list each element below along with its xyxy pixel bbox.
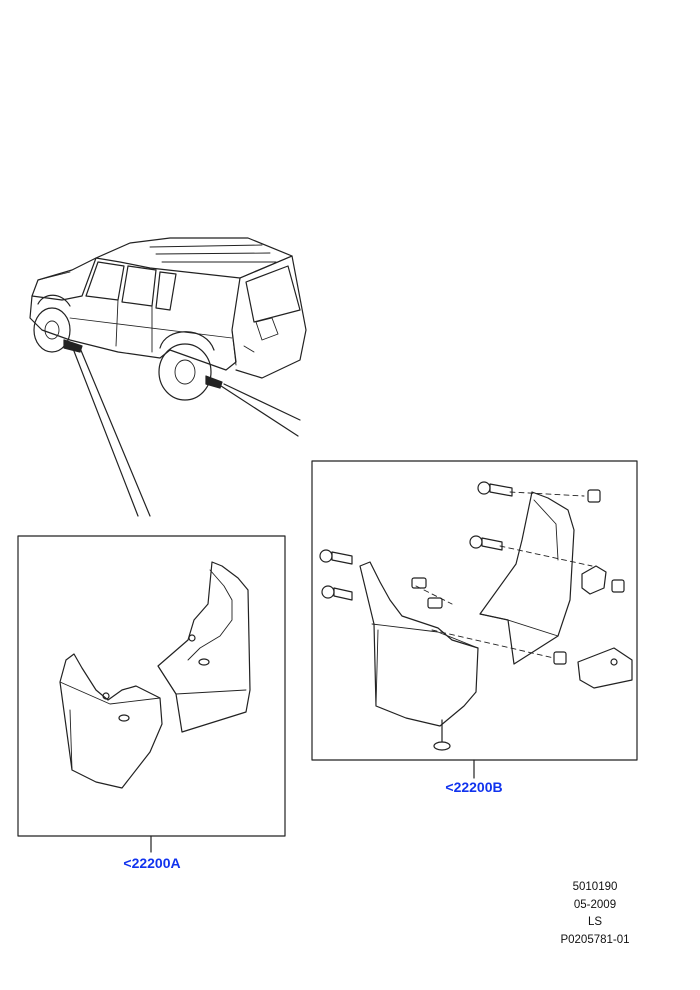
kit-a-frame	[17, 535, 286, 837]
kit-b-reference-link[interactable]: <22200B	[445, 779, 503, 795]
kit-b-frame	[311, 460, 638, 761]
rear-mudflap-pair-illustration	[59, 561, 251, 789]
mudflap-fitting-kit-illustration	[319, 481, 633, 751]
drawing-info-block: 5010190 05-2009 LS P0205781-01	[540, 879, 650, 949]
drawing-date: 05-2009	[573, 898, 617, 911]
kit-a-reference-link[interactable]: <22200A	[123, 855, 181, 871]
vehicle-illustration	[29, 237, 307, 517]
plate-number: P0205781-01	[560, 933, 630, 946]
vehicle-series: LS	[587, 916, 603, 928]
drawing-code: 5010190	[572, 881, 618, 893]
